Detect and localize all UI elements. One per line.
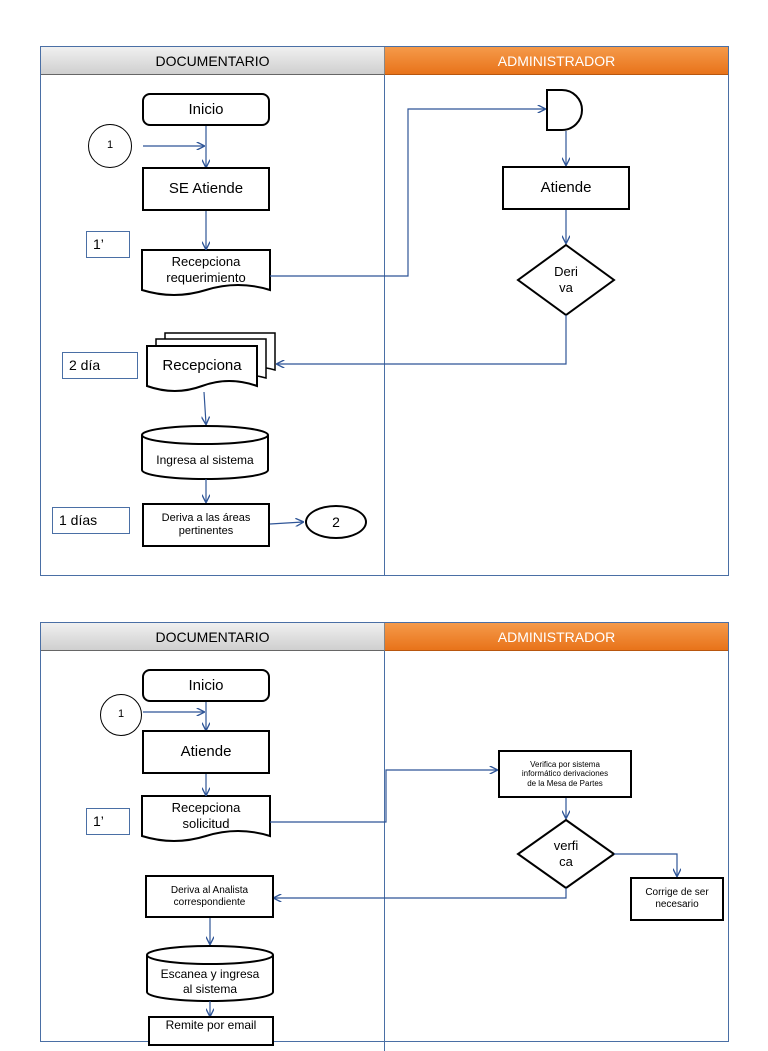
recepciona-multidocument-text: Recepciona [162, 356, 242, 374]
inicio-terminator: Inicio [142, 93, 270, 126]
verifica-line1: Verifica por sistema [530, 759, 600, 769]
verfica-line2: ca [559, 854, 573, 869]
deriva-areas-line2: pertinentes [178, 525, 234, 537]
recepciona-requerimiento-text: Recepciona requerimiento [142, 251, 270, 289]
lane-divider [384, 651, 385, 1051]
se-atiende-process: SE Atiende [142, 167, 270, 211]
deriva-analista-line1: Deriva al Analista [170, 884, 249, 896]
swimlane-diagram-1: DOCUMENTARIO ADMINISTRADOR [40, 46, 729, 576]
time-label-3: 1 días [52, 507, 130, 534]
verfica-line1: verfi [553, 837, 579, 853]
recepciona-solicitud-line1: Recepciona [171, 799, 241, 815]
atiende-process: Atiende [142, 730, 270, 774]
lane-header-administrador: ADMINISTRADOR [385, 47, 728, 75]
time-label-1: 1’ [86, 808, 130, 835]
deriva-analista-process: Deriva al Analista correspondiente [145, 875, 274, 918]
corrige-line1: Corrige de ser [645, 887, 709, 898]
deriva-line2: va [559, 280, 573, 295]
corrige-process: Corrige de ser necesario [630, 877, 724, 921]
lane-header-documentario: DOCUMENTARIO [41, 47, 385, 75]
time-label-2: 2 día [62, 352, 138, 379]
deriva-line1: Deri [554, 263, 578, 279]
corrige-line2: necesario [655, 899, 699, 910]
recepciona-requerimiento-line2: requerimiento [166, 270, 246, 285]
escanea-line2: al sistema [182, 982, 238, 996]
recepciona-solicitud-line2: solicitud [182, 816, 230, 831]
verifica-line3: de la Mesa de Partes [527, 778, 603, 788]
escanea-text: Escanea y ingresa al sistema [147, 966, 273, 998]
atiende-process: Atiende [502, 166, 630, 210]
connector-1-circle: 1 [100, 694, 142, 736]
escanea-line1: Escanea y ingresa [160, 967, 260, 981]
recepciona-solicitud-text: Recepciona solicitud [142, 797, 270, 835]
remite-email-process: Remite por email [148, 1016, 274, 1046]
deriva-analista-line2: correspondiente [173, 896, 246, 908]
verfica-decision-text: verfi ca [536, 834, 596, 874]
recepciona-requerimiento-line1: Recepciona [171, 253, 241, 269]
deriva-areas-line1: Deriva a las áreas [161, 511, 251, 524]
lane-header-administrador: ADMINISTRADOR [385, 623, 728, 651]
lane-divider [384, 75, 385, 575]
deriva-decision-text: Deri va [536, 260, 596, 300]
connector-2-ellipse: 2 [305, 505, 367, 539]
inicio-terminator: Inicio [142, 669, 270, 702]
verifica-sistema-process: Verifica por sistema informático derivac… [498, 750, 632, 798]
time-label-1: 1’ [86, 231, 130, 258]
lane-header-documentario: DOCUMENTARIO [41, 623, 385, 651]
verifica-line2: informático derivaciones [521, 769, 609, 779]
ingresa-sistema-text: Ingresa al sistema [156, 452, 254, 467]
connector-1-circle: 1 [88, 124, 132, 168]
deriva-areas-process: Deriva a las áreas pertinentes [142, 503, 270, 547]
